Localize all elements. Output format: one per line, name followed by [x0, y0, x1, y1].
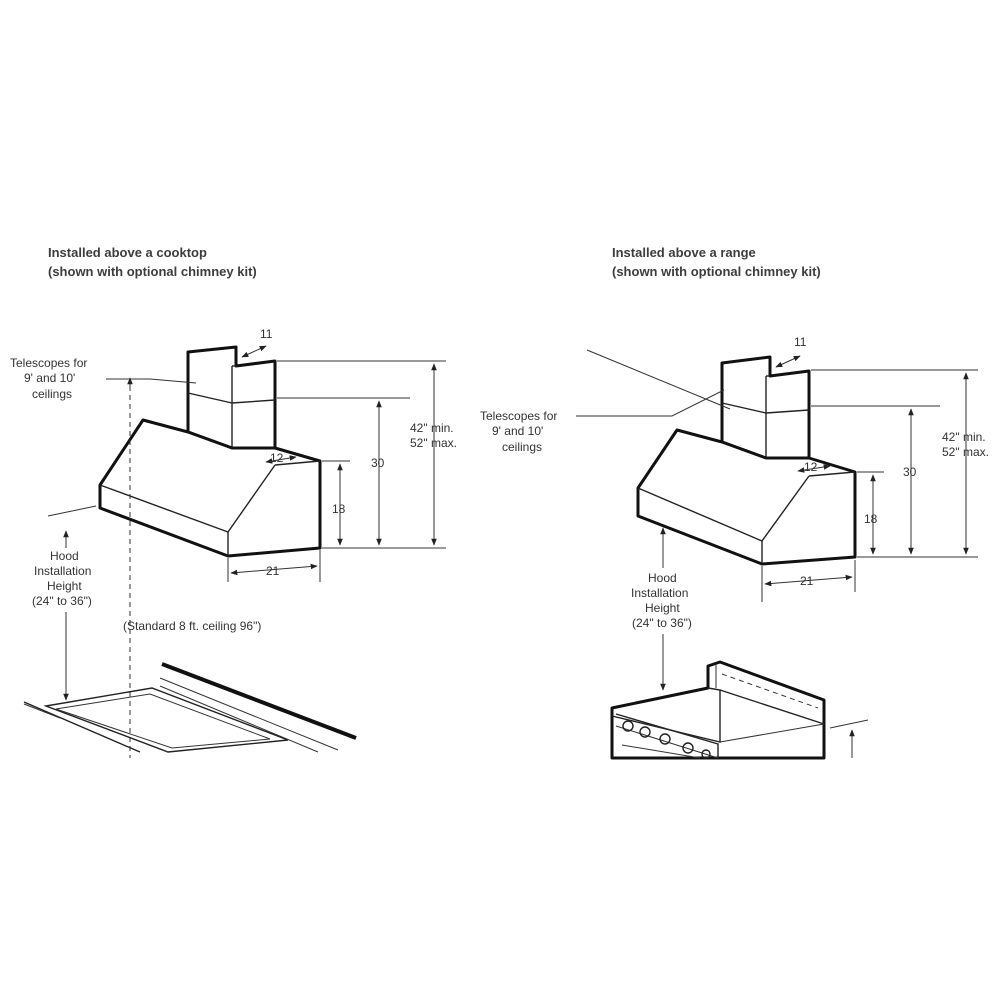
range-knob-icon — [701, 749, 711, 759]
right-dim-30: 30 — [903, 465, 917, 479]
range-knob-icon — [682, 742, 694, 754]
left-installation-height: Hood Installation Height (24" to 36") — [32, 505, 97, 701]
right-title-line2: (shown with optional chimney kit) — [612, 264, 821, 279]
left-install-line1: Hood — [50, 549, 79, 563]
left-dim-12: 12 — [270, 451, 284, 465]
left-hood-body — [98, 418, 322, 558]
right-install-line2: Installation — [631, 586, 688, 600]
left-diagram-title: Installed above a cooktop (shown with op… — [48, 243, 257, 281]
left-install-line3: Height — [47, 579, 82, 593]
left-standard-ceiling: (Standard 8 ft. ceiling 96") — [123, 619, 261, 633]
left-dimensions: 11 12 21 18 30 42" min. 52" max. — [227, 327, 457, 582]
right-install-line4: (24" to 36") — [632, 616, 692, 630]
left-hood-drawing — [98, 345, 322, 558]
right-installation-height: Hood Installation Height (24" to 36") — [631, 527, 692, 691]
right-dim-18: 18 — [864, 512, 878, 526]
left-dim-12-arrow — [265, 455, 297, 464]
right-dim-max: 52" max. — [942, 445, 989, 459]
left-cooktop-drawing — [23, 662, 357, 753]
right-dim-12: 12 — [804, 460, 818, 474]
left-telescopes-callout: Telescopes for 9' and 10' ceilings — [10, 356, 197, 401]
right-telescopes-line2: 9' and 10' — [492, 424, 543, 438]
right-dim-11: 11 — [794, 335, 807, 349]
range-knob-icon — [622, 720, 634, 732]
left-telescopes-line2: 9' and 10' — [24, 371, 75, 385]
left-telescopes-line1: Telescopes for — [10, 356, 87, 370]
left-dim-18: 18 — [332, 502, 346, 516]
left-title-line2: (shown with optional chimney kit) — [48, 264, 257, 279]
left-telescopes-line3: ceilings — [32, 387, 72, 401]
left-dim-21: 21 — [266, 564, 280, 578]
range-knob-icon — [639, 726, 651, 738]
left-dim-min: 42" min. — [410, 421, 454, 435]
left-dim-max: 52" max. — [410, 436, 457, 450]
left-title-line1: Installed above a cooktop — [48, 245, 207, 260]
right-telescopes-callout: Telescopes for 9' and 10' ceilings — [480, 349, 731, 454]
left-install-line4: (24" to 36") — [32, 594, 92, 608]
range-knob-icon — [659, 733, 671, 745]
right-title-line1: Installed above a range — [612, 245, 756, 260]
left-dim-30: 30 — [371, 456, 385, 470]
right-range-drawing — [610, 660, 869, 760]
right-dimensions: 11 12 21 18 30 42" min. 52" max. — [761, 335, 989, 602]
left-dim-21-arrow — [230, 563, 318, 576]
left-dim-11-arrow — [241, 345, 267, 358]
right-telescopes-line1: Telescopes for — [480, 409, 557, 423]
right-install-line1: Hood — [648, 571, 677, 585]
right-install-line3: Height — [645, 601, 680, 615]
left-install-line2: Installation — [34, 564, 91, 578]
left-dim-11: 11 — [260, 327, 273, 341]
right-telescopes-line3: ceilings — [502, 440, 542, 454]
right-dim-min: 42" min. — [942, 430, 986, 444]
right-dim-21: 21 — [800, 574, 814, 588]
right-diagram-title: Installed above a range (shown with opti… — [612, 243, 821, 281]
right-hood-body — [636, 428, 857, 566]
right-hood-drawing — [636, 355, 857, 566]
